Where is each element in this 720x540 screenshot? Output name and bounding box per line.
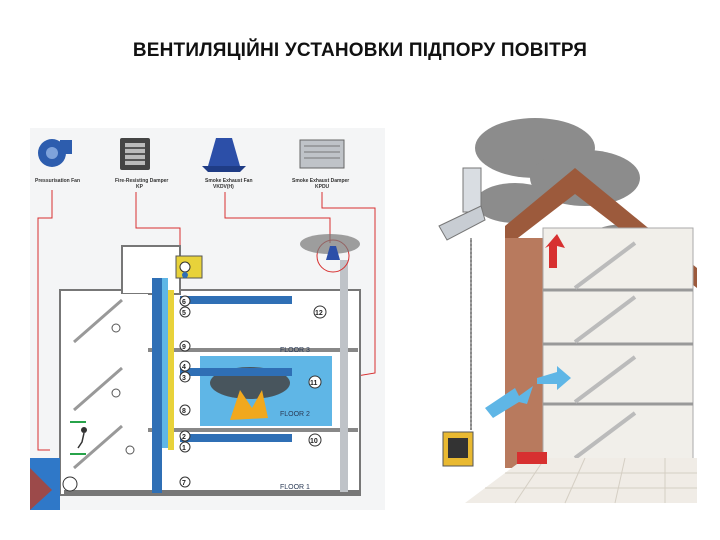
roof-fan-room: [121, 245, 181, 295]
evacuating-person-icon: [77, 427, 87, 449]
marker-5: 5: [182, 310, 186, 317]
marker-10: 10: [310, 438, 318, 445]
component-label-smoke-exhaust-fan: Smoke Exhaust Fan: [205, 178, 253, 184]
marker-1: 1: [182, 445, 186, 452]
stairwell: [64, 294, 148, 490]
marker-11: 11: [310, 380, 318, 387]
component-label-pressurisation-fan: Pressurisation Fan: [35, 178, 80, 184]
floor-hatch: [517, 452, 547, 464]
marker-3: 3: [182, 375, 186, 382]
smoke-exhaust-shaft: [340, 260, 348, 492]
smoke-exhaust-damper-icon: [299, 139, 345, 169]
roof: [505, 168, 697, 288]
connector-lines: [37, 190, 376, 451]
pressurisation-fan-icon: [38, 139, 72, 167]
component-sub-smoke-exhaust-fan: VKDV(H): [213, 184, 234, 190]
component-sub-fire-damper: KP: [136, 184, 144, 190]
exhaust-arrow-icon: [545, 234, 565, 268]
marker-12: 12: [315, 310, 323, 317]
marker-7: 7: [182, 480, 186, 487]
ventilation-system-diagram: Pressurisation Fan Fire-Resisting Damper…: [30, 128, 385, 510]
duct-floor-2: [180, 368, 292, 376]
duct-floor-1: [180, 434, 292, 442]
page-title: ВЕНТИЛЯЦІЙНІ УСТАНОВКИ ПІДПОРУ ПОВІТРЯ: [132, 40, 588, 61]
marker-8: 8: [182, 408, 186, 415]
fire-icon: [230, 390, 268, 420]
floor-grid: [485, 457, 697, 504]
building-cutaway-illustration: [438, 118, 697, 504]
marker-group: 6 5 9 4 3 8 2 1 7 12 11 10: [179, 295, 327, 488]
floor-label-2: FLOOR 2: [280, 411, 310, 418]
fire-resisting-damper-icon: [120, 138, 150, 170]
smoke-exhaust-fan-icon: [202, 138, 246, 172]
floor-label-3: FLOOR 3: [280, 347, 310, 354]
marker-2: 2: [182, 434, 186, 441]
supply-air-arrow-icon: [485, 386, 533, 418]
floor-label-1: FLOOR 1: [280, 484, 310, 491]
component-sub-smoke-exhaust-damper: KPDU: [315, 184, 330, 190]
building-interior: [542, 227, 694, 469]
wall-fan-unit-icon: [438, 167, 486, 430]
component-label-fire-damper: Fire-Resisting Damper: [115, 178, 168, 184]
yellow-duct: [168, 290, 174, 450]
component-label-smoke-exhaust-damper: Smoke Exhaust Damper: [292, 178, 349, 184]
marker-6: 6: [182, 299, 186, 306]
marker-9: 9: [182, 344, 186, 351]
marker-4: 4: [182, 364, 186, 371]
supply-duct-vertical: [152, 278, 162, 493]
duct-floor-3: [180, 296, 292, 304]
brick-wall: [505, 238, 545, 468]
